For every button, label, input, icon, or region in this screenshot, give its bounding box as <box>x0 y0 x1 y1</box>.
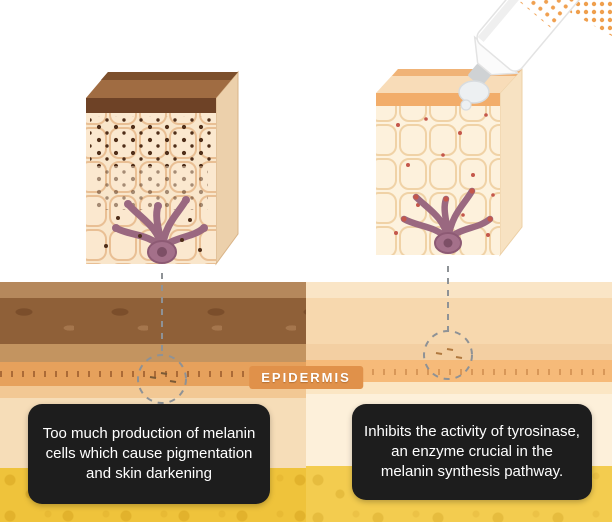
surface-edge <box>101 72 238 80</box>
transition-band-right <box>306 344 612 360</box>
cream-blob-icon <box>458 80 490 104</box>
treated-skin-illustration <box>376 67 523 257</box>
scattered-melanin <box>104 216 202 252</box>
cube-side-face <box>215 70 239 266</box>
hyperpigmented-skin-illustration <box>86 70 239 266</box>
tube-shading <box>477 0 561 43</box>
left-card-text: Too much production of melanin cells whi… <box>42 424 256 483</box>
surface-band-right <box>306 282 612 298</box>
dark-surface-strip <box>86 98 216 113</box>
right-card-text: Inhibits the activity of tyrosinase, an … <box>364 422 580 481</box>
cream-tube-icon <box>458 0 612 111</box>
surface-band-left <box>0 282 306 298</box>
melanin-dots-dense <box>90 116 212 166</box>
pigmented-band-left <box>0 298 306 344</box>
left-info-card: Too much production of melanin cells whi… <box>28 404 270 504</box>
melanocyte-nucleus <box>443 238 453 248</box>
melanocyte-nucleus <box>157 247 167 257</box>
epidermis-label: EPIDERMIS <box>249 366 363 389</box>
tube-dot-pattern <box>510 0 600 31</box>
transition-band-left <box>0 344 306 362</box>
upper-band-right <box>306 298 612 344</box>
cream-drip-icon <box>460 99 472 111</box>
basal-band-right <box>306 382 612 394</box>
right-info-card: Inhibits the activity of tyrosinase, an … <box>352 404 592 500</box>
sparse-pigment-dots <box>394 113 495 237</box>
branch-tips <box>112 196 208 232</box>
branch-tips <box>401 188 493 222</box>
melanin-dots-sparse <box>96 166 208 210</box>
